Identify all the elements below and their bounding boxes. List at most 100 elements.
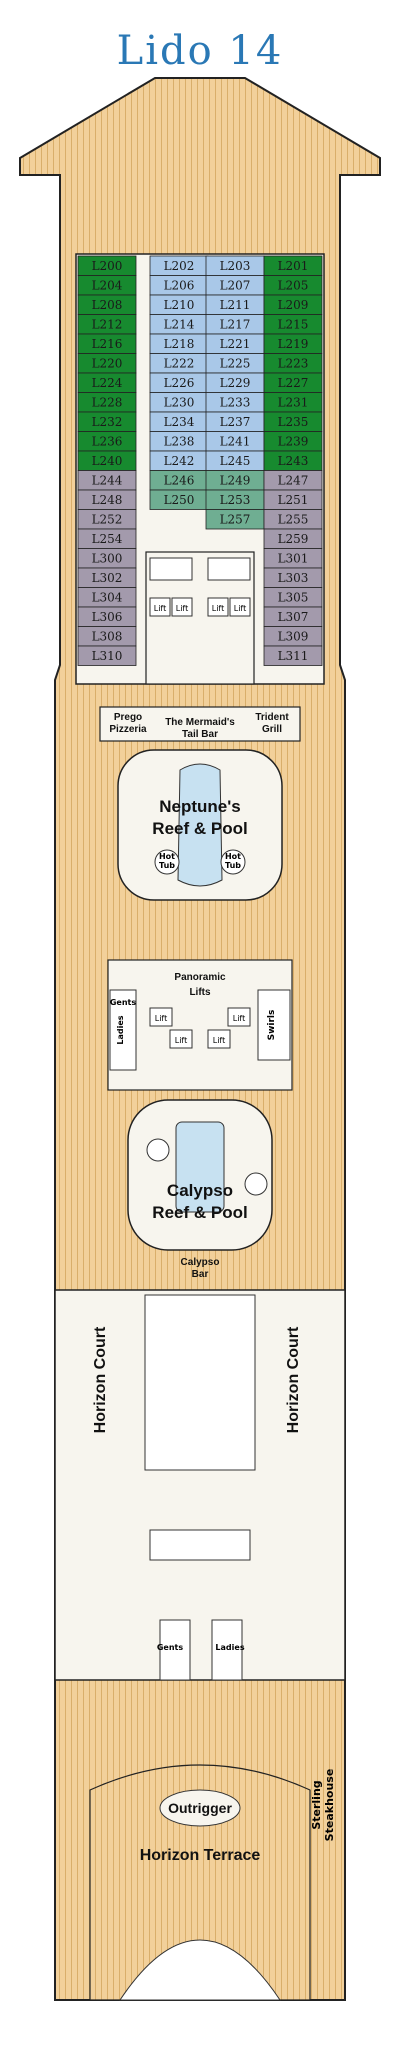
cabin-label-l231: L231 xyxy=(278,396,309,410)
neptunes-pool-label-2: Reef & Pool xyxy=(152,819,247,838)
svg-text:Gents: Gents xyxy=(110,998,137,1007)
cabin-label-l212: L212 xyxy=(92,318,123,332)
cabin-label-l209: L209 xyxy=(278,298,309,312)
panoramic-lifts-area: Ladies Gents Panoramic Lifts Lift Lift L… xyxy=(107,959,293,1091)
cabin-label-l311: L311 xyxy=(278,649,309,663)
cabin-label-l230: L230 xyxy=(164,396,195,410)
forward-stair-lobby: Lift Lift Lift Lift xyxy=(145,551,255,685)
svg-text:Panoramic: Panoramic xyxy=(174,972,226,983)
cabin-l311 xyxy=(263,645,323,666)
cabin-label-l306: L306 xyxy=(92,610,123,624)
svg-text:Tail Bar: Tail Bar xyxy=(182,729,218,740)
svg-text:Swirls: Swirls xyxy=(267,1010,277,1041)
svg-text:Outrigger: Outrigger xyxy=(168,1800,232,1816)
cabin-label-l257: L257 xyxy=(220,513,251,527)
cabin-label-l227: L227 xyxy=(278,376,309,390)
neptunes-pool-label-1: Neptune's xyxy=(159,797,241,816)
cabin-label-l310: L310 xyxy=(92,649,123,663)
horizon-terrace-area: Outrigger Horizon Terrace Sterling Steak… xyxy=(89,1764,336,2001)
cabin-label-l214: L214 xyxy=(164,318,195,332)
cabin-label-l244: L244 xyxy=(92,474,123,488)
svg-text:Lift: Lift xyxy=(155,1014,168,1023)
cabin-label-l208: L208 xyxy=(92,298,123,312)
cabin-label-l301: L301 xyxy=(278,552,309,566)
cabin-label-l237: L237 xyxy=(220,415,251,429)
svg-text:Hot: Hot xyxy=(225,852,241,861)
cabin-label-l211: L211 xyxy=(220,298,251,312)
cabin-label-l305: L305 xyxy=(278,591,309,605)
cabin-grid: L200L204L208L212L216L220L224L228L232L236… xyxy=(77,255,323,666)
cabin-label-l251: L251 xyxy=(278,493,309,507)
cabin-label-l307: L307 xyxy=(278,610,309,624)
cabin-label-l254: L254 xyxy=(92,532,123,546)
cabin-label-l241: L241 xyxy=(220,435,251,449)
cabin-label-l200: L200 xyxy=(92,259,123,273)
cabin-label-l204: L204 xyxy=(92,279,123,293)
cabin-label-l255: L255 xyxy=(278,513,309,527)
cabin-label-l225: L225 xyxy=(220,357,251,371)
cabin-label-l229: L229 xyxy=(220,376,251,390)
cabin-label-l224: L224 xyxy=(92,376,123,390)
cabin-l310 xyxy=(77,645,137,666)
prego-pizzeria-label-1: Prego xyxy=(114,712,142,723)
svg-text:Sterling: Sterling xyxy=(310,1780,323,1829)
cabin-label-l222: L222 xyxy=(164,357,195,371)
svg-text:Horizon Court: Horizon Court xyxy=(285,1326,302,1433)
cabin-label-l228: L228 xyxy=(92,396,123,410)
horizon-court-area: Horizon Court Horizon Court Gents Ladies xyxy=(54,1289,346,1681)
neptunes-reef-pool: Neptune's Reef & Pool Hot Tub Hot Tub xyxy=(117,749,283,901)
cabin-label-l238: L238 xyxy=(164,435,195,449)
cabin-label-l246: L246 xyxy=(164,474,195,488)
cabin-label-l303: L303 xyxy=(278,571,309,585)
cabin-label-l247: L247 xyxy=(278,474,309,488)
cabin-label-l259: L259 xyxy=(278,532,309,546)
cabin-label-l216: L216 xyxy=(92,337,123,351)
cabin-label-l302: L302 xyxy=(92,571,123,585)
cabin-label-l221: L221 xyxy=(220,337,251,351)
svg-text:Ladies: Ladies xyxy=(215,1643,244,1652)
cabin-label-l243: L243 xyxy=(278,454,309,468)
cabin-label-l215: L215 xyxy=(278,318,309,332)
lift-label: Lift xyxy=(154,604,167,613)
cabin-label-l205: L205 xyxy=(278,279,309,293)
cabin-label-l250: L250 xyxy=(164,493,195,507)
cabin-label-l252: L252 xyxy=(92,513,123,527)
svg-text:Calypso: Calypso xyxy=(167,1181,233,1200)
cabin-label-l203: L203 xyxy=(220,259,251,273)
cabin-label-l223: L223 xyxy=(278,357,309,371)
svg-text:Tub: Tub xyxy=(159,861,175,870)
svg-text:Steakhouse: Steakhouse xyxy=(323,1769,336,1842)
svg-text:Lift: Lift xyxy=(233,1014,246,1023)
cabin-label-l219: L219 xyxy=(278,337,309,351)
cabin-label-l210: L210 xyxy=(164,298,195,312)
cabin-label-l201: L201 xyxy=(278,259,309,273)
svg-text:Gents: Gents xyxy=(157,1643,184,1652)
svg-text:Horizon Court: Horizon Court xyxy=(92,1326,109,1433)
cabin-label-l304: L304 xyxy=(92,591,123,605)
svg-text:Lift: Lift xyxy=(213,1036,226,1045)
cabin-label-l240: L240 xyxy=(92,454,123,468)
svg-text:Lifts: Lifts xyxy=(189,987,211,998)
cabin-label-l226: L226 xyxy=(164,376,195,390)
venue-row-forward: Prego Pizzeria The Mermaid's Tail Bar Tr… xyxy=(99,706,301,742)
svg-text:Reef & Pool: Reef & Pool xyxy=(152,1203,247,1222)
svg-text:Trident: Trident xyxy=(255,712,289,723)
mermaids-tail-bar-label: The Mermaid's xyxy=(165,717,235,728)
prego-pizzeria-label-2: Pizzeria xyxy=(109,724,147,735)
cabin-label-l220: L220 xyxy=(92,357,123,371)
cabin-label-l233: L233 xyxy=(220,396,251,410)
cabin-label-l236: L236 xyxy=(92,435,123,449)
cabin-label-l242: L242 xyxy=(164,454,195,468)
cabin-label-l206: L206 xyxy=(164,279,195,293)
cabin-label-l253: L253 xyxy=(220,493,251,507)
cabin-label-l309: L309 xyxy=(278,630,309,644)
svg-text:Lift: Lift xyxy=(175,1036,188,1045)
svg-text:Tub: Tub xyxy=(225,861,241,870)
svg-text:Bar: Bar xyxy=(192,1269,209,1280)
svg-text:Horizon Terrace: Horizon Terrace xyxy=(140,1847,261,1864)
lift-label: Lift xyxy=(234,604,247,613)
lift-label: Lift xyxy=(212,604,225,613)
cabin-label-l248: L248 xyxy=(92,493,123,507)
cabin-label-l235: L235 xyxy=(278,415,309,429)
